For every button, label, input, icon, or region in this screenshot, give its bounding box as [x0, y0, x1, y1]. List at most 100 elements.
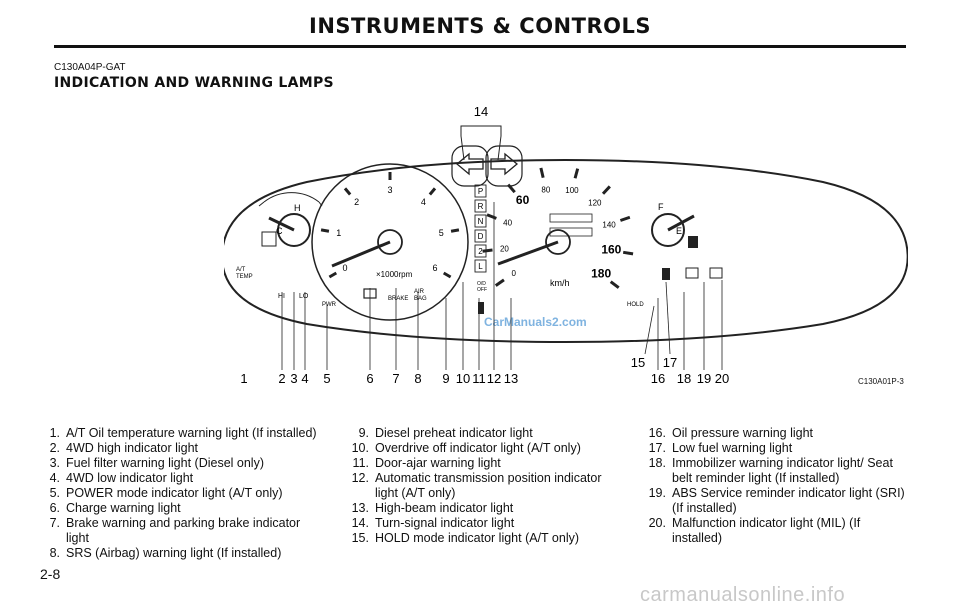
list-item: 16.Oil pressure warning light — [648, 426, 814, 440]
gear-box — [474, 229, 487, 243]
tach-tick — [450, 228, 460, 233]
list-item: 11.Door-ajar warning light — [352, 456, 501, 470]
tach-tick — [343, 187, 352, 196]
tach-tick — [428, 187, 437, 196]
speedo-tick — [622, 250, 634, 256]
tach-bezel — [311, 163, 469, 321]
tach-hub — [377, 229, 403, 255]
list-item: 8.SRS (Airbag) warning light (If install… — [49, 546, 282, 560]
list-item: 3.Fuel filter warning light (Diesel only… — [49, 456, 264, 470]
tach-tick — [328, 271, 338, 279]
lamp-label-lo: LO — [299, 293, 309, 300]
lamp-label-od-1: O/D — [477, 281, 486, 287]
lamp-label-at-temp-2: TEMP — [236, 274, 253, 280]
speed-unit: km/h — [550, 278, 570, 288]
callout-number: 4 — [301, 371, 308, 386]
gear-letter: P — [478, 187, 483, 196]
lamp-label-brake: BRAKE — [388, 296, 408, 302]
callout-number: 8 — [414, 371, 421, 386]
callout-number: 18 — [677, 371, 691, 386]
gear-letter: R — [478, 202, 484, 211]
list-item: 7.Brake warning and parking brake indica… — [49, 516, 301, 545]
list-item: 19.ABS Service reminder indicator light … — [648, 486, 905, 515]
lamp-label-pwr: PWR — [322, 302, 337, 308]
tach-number: 3 — [387, 185, 392, 195]
speedo-needle — [497, 240, 559, 266]
speedo-number: 80 — [541, 185, 550, 194]
lamp-label-at-temp-1: A/T — [236, 267, 246, 273]
speedo-tick — [482, 248, 493, 253]
door-ajar-icon — [478, 302, 484, 314]
lamp-label-hi: HI — [278, 293, 285, 300]
tach-needle — [331, 240, 391, 268]
gear-box — [474, 259, 487, 273]
figure-code: C130A01P-3 — [858, 377, 904, 386]
speedo-tick — [539, 167, 545, 179]
list-item: 20.Malfunction indicator light (MIL) (If… — [648, 516, 861, 545]
callout-number: 7 — [392, 371, 399, 386]
page-title: INSTRUMENTS & CONTROLS — [309, 14, 651, 38]
list-item: 4.4WD low indicator light — [49, 471, 194, 485]
speedo-tick — [619, 215, 631, 222]
speedo-number: 60 — [516, 193, 530, 207]
immobilizer-icon — [685, 267, 699, 279]
callout-number: 5 — [323, 371, 330, 386]
callout-number: 13 — [504, 371, 518, 386]
fuel-label-f: F — [658, 202, 664, 212]
gear-letter: L — [478, 262, 483, 271]
header-rule — [54, 45, 906, 48]
tach-number: 1 — [336, 228, 341, 238]
speedo-number: 180 — [591, 266, 611, 280]
callout-number: 11 — [472, 371, 486, 386]
temp-label-c: C — [276, 226, 283, 236]
lamp-label-airbag-1: AIR — [414, 289, 425, 295]
gear-letter: D — [478, 232, 484, 241]
tach-unit: ×1000rpm — [376, 270, 413, 279]
tach-number: 4 — [421, 197, 426, 207]
speedo-number: 0 — [512, 269, 517, 278]
callout-leader — [665, 281, 671, 355]
callout-17: 17 — [663, 355, 677, 370]
list-item: 9.Diesel preheat indicator light — [358, 426, 533, 440]
fuel-warning-icon — [662, 268, 670, 280]
speedo-hub — [545, 229, 571, 255]
callout-number: 16 — [651, 371, 665, 386]
gear-box — [474, 199, 487, 213]
turn-right-icon — [490, 152, 519, 176]
gear-letter: 2 — [478, 247, 483, 256]
section-code: C130A04P-GAT — [54, 62, 126, 73]
speedo-number: 140 — [602, 220, 616, 229]
item-list-col2: 9.Diesel preheat indicator light 10.Over… — [345, 426, 605, 546]
speedo-tick — [601, 185, 611, 195]
lamp-label-od-2: OFF — [477, 287, 487, 293]
callout-number: 20 — [715, 371, 729, 386]
mil-icon — [709, 267, 723, 279]
lamp-label-hold: HOLD — [627, 302, 644, 308]
tach-number: 2 — [354, 197, 359, 207]
lamp-label-airbag-2: BAG — [414, 296, 427, 302]
gear-box — [474, 214, 487, 228]
list-item: 6.Charge warning light — [49, 501, 181, 515]
speedo-tick — [494, 278, 505, 287]
tach-number: 0 — [342, 263, 347, 273]
tach-number: 6 — [433, 263, 438, 273]
list-item: 12.Automatic transmission position indic… — [351, 471, 602, 500]
callout-number: 9 — [442, 371, 449, 386]
page-number: 2-8 — [40, 566, 61, 582]
section-title: INDICATION AND WARNING LAMPS — [54, 75, 334, 91]
callout-number: 10 — [456, 371, 470, 386]
speedo-tick — [486, 213, 497, 220]
item-list-col1: 1.A/T Oil temperature warning light (If … — [40, 426, 322, 561]
tach-tick — [320, 228, 330, 233]
gear-box — [474, 184, 487, 198]
callout-number: 3 — [290, 371, 297, 386]
temp-label-h: H — [294, 203, 301, 213]
list-item: 18.Immobilizer warning indicator light/ … — [648, 456, 893, 485]
gear-letter: N — [478, 217, 484, 226]
list-item: 10.Overdrive off indicator light (A/T on… — [351, 441, 581, 455]
site-watermark: carmanualsonline.info — [640, 584, 846, 606]
callout-number: 19 — [697, 371, 711, 386]
turn-left-icon — [455, 152, 484, 176]
